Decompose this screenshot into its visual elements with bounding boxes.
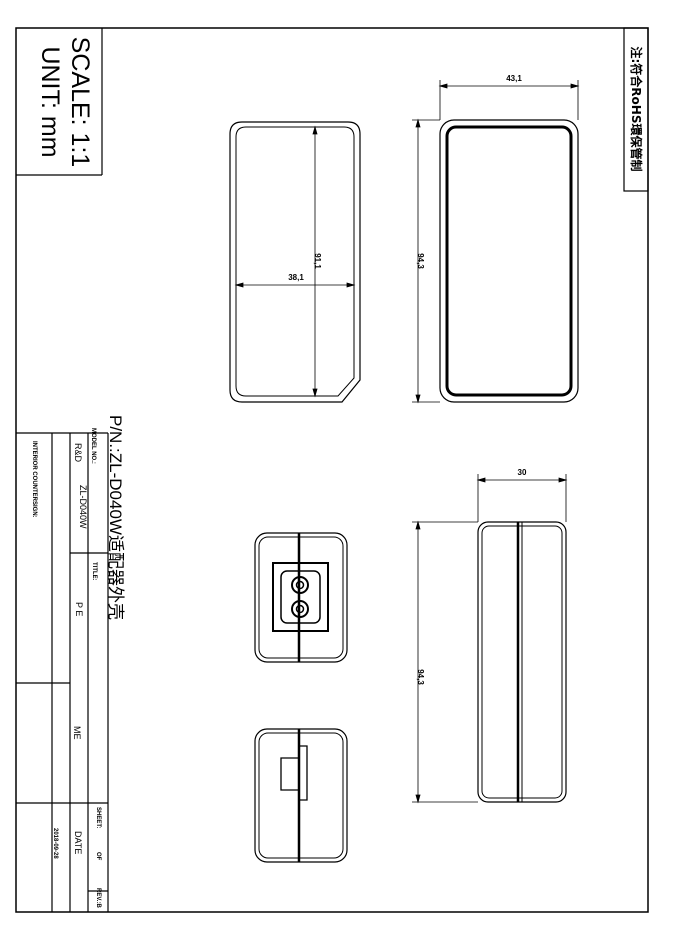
- socket-end-view: [254, 532, 348, 663]
- dimension-inner-height: 91,1: [313, 253, 322, 269]
- top-view: [439, 119, 579, 403]
- dimension-side-width: 30: [517, 468, 527, 477]
- model-value: ZL-D040W: [78, 485, 88, 529]
- dimension-inner-width: 38,1: [288, 273, 304, 282]
- rohs-note: 注:符合RoHS環保管制: [629, 46, 643, 172]
- unit-label: UNIT: mm: [36, 46, 64, 158]
- interior-countersign-label: INTERIOR COUNTERSIGN:: [31, 441, 37, 518]
- date-label: DATE: [73, 831, 83, 855]
- title-block: [16, 432, 109, 912]
- sheet-label: SHEET:: [95, 807, 101, 829]
- me-label: ME: [72, 726, 82, 740]
- rear-end-view: [254, 728, 348, 863]
- dimension-top-height: 94,3: [416, 253, 425, 269]
- model-label: MODEL NO.:: [90, 428, 96, 464]
- sheet-border: [15, 27, 649, 913]
- scale-label: SCALE: 1:1: [66, 36, 94, 168]
- pe-label: P E: [74, 602, 84, 617]
- side-view: [477, 521, 567, 803]
- revision-label: REV.:B: [95, 888, 101, 908]
- title-label: TITLE:: [91, 562, 97, 581]
- dimension-lines: [234, 80, 580, 804]
- rohs-note-box: [623, 27, 649, 192]
- date-value: 2018-09-28: [52, 828, 58, 859]
- dimension-side-height: 94,3: [416, 669, 425, 685]
- inner-view: [229, 121, 361, 403]
- sheet-of: OF: [95, 852, 101, 861]
- dimension-top-width: 43,1: [506, 74, 522, 83]
- part-number: P/N.:ZL-D040W适配器外壳: [106, 415, 125, 620]
- rd-label: R&D: [73, 443, 83, 463]
